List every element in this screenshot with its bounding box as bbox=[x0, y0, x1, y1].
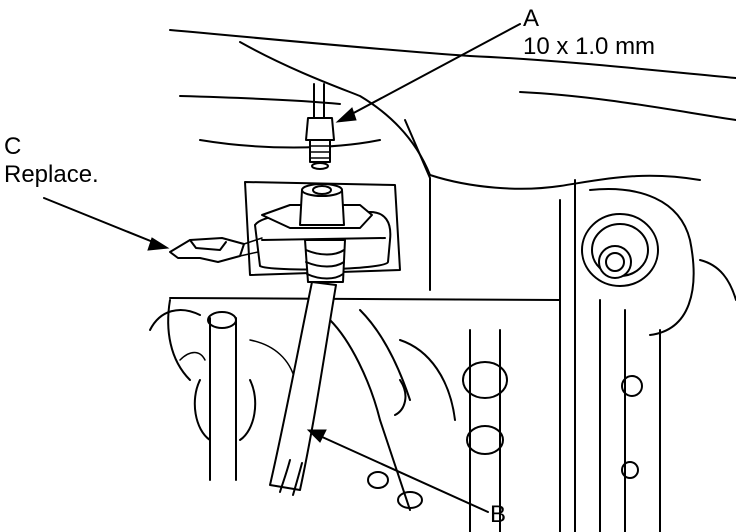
hose-fitting bbox=[261, 183, 373, 229]
callout-a-letter: A bbox=[523, 5, 540, 32]
callout-c-note: Replace. bbox=[4, 161, 99, 188]
callout-b-leader bbox=[306, 429, 489, 513]
callout-b-letter: B bbox=[490, 501, 507, 528]
strut-assembly bbox=[559, 179, 736, 532]
knuckle-assembly bbox=[149, 297, 561, 532]
flare-nut bbox=[305, 117, 335, 170]
brake-hose bbox=[269, 239, 346, 496]
callout-c-leader bbox=[43, 197, 170, 251]
brake-line bbox=[313, 83, 325, 119]
callout-a-spec: 10 x 1.0 mm bbox=[523, 33, 656, 60]
callout-a-leader bbox=[335, 23, 521, 123]
mount-bolt-icon bbox=[581, 213, 659, 479]
hose-clip bbox=[169, 237, 263, 263]
vehicle-body-outline bbox=[169, 29, 736, 291]
callout-c-letter: C bbox=[4, 133, 22, 160]
